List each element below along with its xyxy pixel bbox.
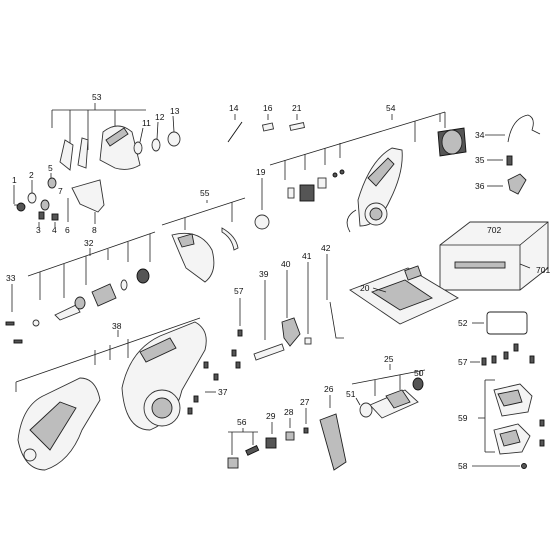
callout-40: 40 (281, 259, 291, 269)
part-housing-left (17, 377, 101, 471)
callout-20: 20 (360, 283, 370, 293)
part-oring-19 (254, 178, 270, 230)
callout-13: 13 (170, 106, 180, 116)
part-blade-55 (171, 227, 239, 283)
callout-19: 19 (256, 167, 266, 177)
part-screws-57-left (187, 298, 243, 415)
callout-32: 32 (84, 238, 94, 248)
part-base-plate-20 (349, 265, 459, 325)
callout-55: 55 (200, 188, 210, 198)
group-54-leader (269, 111, 446, 180)
callout-39: 39 (259, 269, 269, 279)
part-motor-54 (437, 112, 467, 157)
callout-14: 14 (229, 103, 239, 113)
callout-5: 5 (48, 163, 53, 173)
callout-37: 37 (218, 387, 228, 397)
callout-29: 29 (266, 411, 276, 421)
part-lever-40 (281, 270, 301, 347)
part-screws-56 (227, 445, 260, 469)
group-56-leader (228, 428, 258, 455)
callout-52: 52 (458, 318, 468, 328)
part-pin-21 (289, 114, 306, 131)
callout-38: 38 (112, 321, 122, 331)
part-clip-35 (487, 155, 513, 166)
group-32-leader (27, 231, 156, 300)
callout-4: 4 (52, 225, 57, 235)
part-screw-27 (303, 408, 309, 434)
callout-41: 41 (302, 251, 312, 261)
callout-labels: 53 11 12 13 1 2 5 7 3 4 6 8 32 33 38 37 … (6, 92, 550, 471)
callout-16: 16 (263, 103, 273, 113)
part-spindle-32 (32, 268, 150, 327)
callout-42: 42 (321, 243, 331, 253)
part-cord-34 (485, 114, 541, 143)
group-59-leader (478, 379, 495, 453)
part-wrench-42 (326, 254, 344, 339)
callout-2: 2 (29, 170, 34, 180)
callout-53: 53 (92, 92, 102, 102)
leader-57-right (470, 343, 535, 366)
part-screw-1-7 (13, 173, 69, 227)
callout-27: 27 (300, 397, 310, 407)
callout-50: 50 (414, 368, 424, 378)
part-bolt-39 (253, 280, 285, 361)
callout-26: 26 (324, 384, 334, 394)
part-lower-guard-8 (71, 179, 105, 224)
part-bracket-59 (493, 383, 545, 455)
leader-58 (472, 463, 527, 469)
callout-8: 8 (92, 225, 97, 235)
part-knob-36 (487, 173, 527, 195)
callout-25: 25 (384, 354, 394, 364)
callout-21: 21 (292, 103, 302, 113)
callout-28: 28 (284, 407, 294, 417)
part-blade-guard (99, 125, 141, 170)
part-handle-26 (319, 395, 347, 471)
part-switch-assembly (287, 147, 403, 233)
callout-3: 3 (36, 225, 41, 235)
callout-11: 11 (142, 118, 151, 128)
part-case-701 (439, 221, 549, 291)
part-label-52 (472, 311, 528, 335)
callout-35: 35 (475, 155, 485, 165)
part-cap-28 (285, 418, 295, 441)
part-housing-right (121, 321, 207, 431)
callout-56: 56 (237, 417, 247, 427)
callout-57-right: 57 (458, 357, 468, 367)
part-armature-25 (355, 377, 424, 419)
callout-36: 36 (475, 181, 485, 191)
callout-54: 54 (386, 103, 396, 113)
callout-34: 34 (475, 130, 485, 140)
group-25-leader (351, 364, 426, 396)
callout-33: 33 (6, 273, 16, 283)
callout-51: 51 (346, 389, 356, 399)
callout-702: 702 (487, 225, 501, 235)
part-pin-16 (261, 114, 275, 132)
callout-701: 701 (536, 265, 550, 275)
group-55-leader (161, 197, 246, 230)
group-38-leader (15, 317, 201, 392)
part-nut-29 (265, 422, 277, 449)
callout-1: 1 (12, 175, 17, 185)
callout-57-left: 57 (234, 286, 244, 296)
callout-12: 12 (155, 112, 165, 122)
part-washers-11-13 (133, 115, 181, 155)
part-pin-41 (304, 262, 312, 345)
callout-59: 59 (458, 413, 468, 423)
callout-7: 7 (58, 186, 63, 196)
part-guard-plate (59, 137, 89, 171)
group-33-leader (5, 284, 23, 344)
callout-6: 6 (65, 225, 70, 235)
callout-58: 58 (458, 461, 468, 471)
part-pin-14 (227, 114, 243, 143)
